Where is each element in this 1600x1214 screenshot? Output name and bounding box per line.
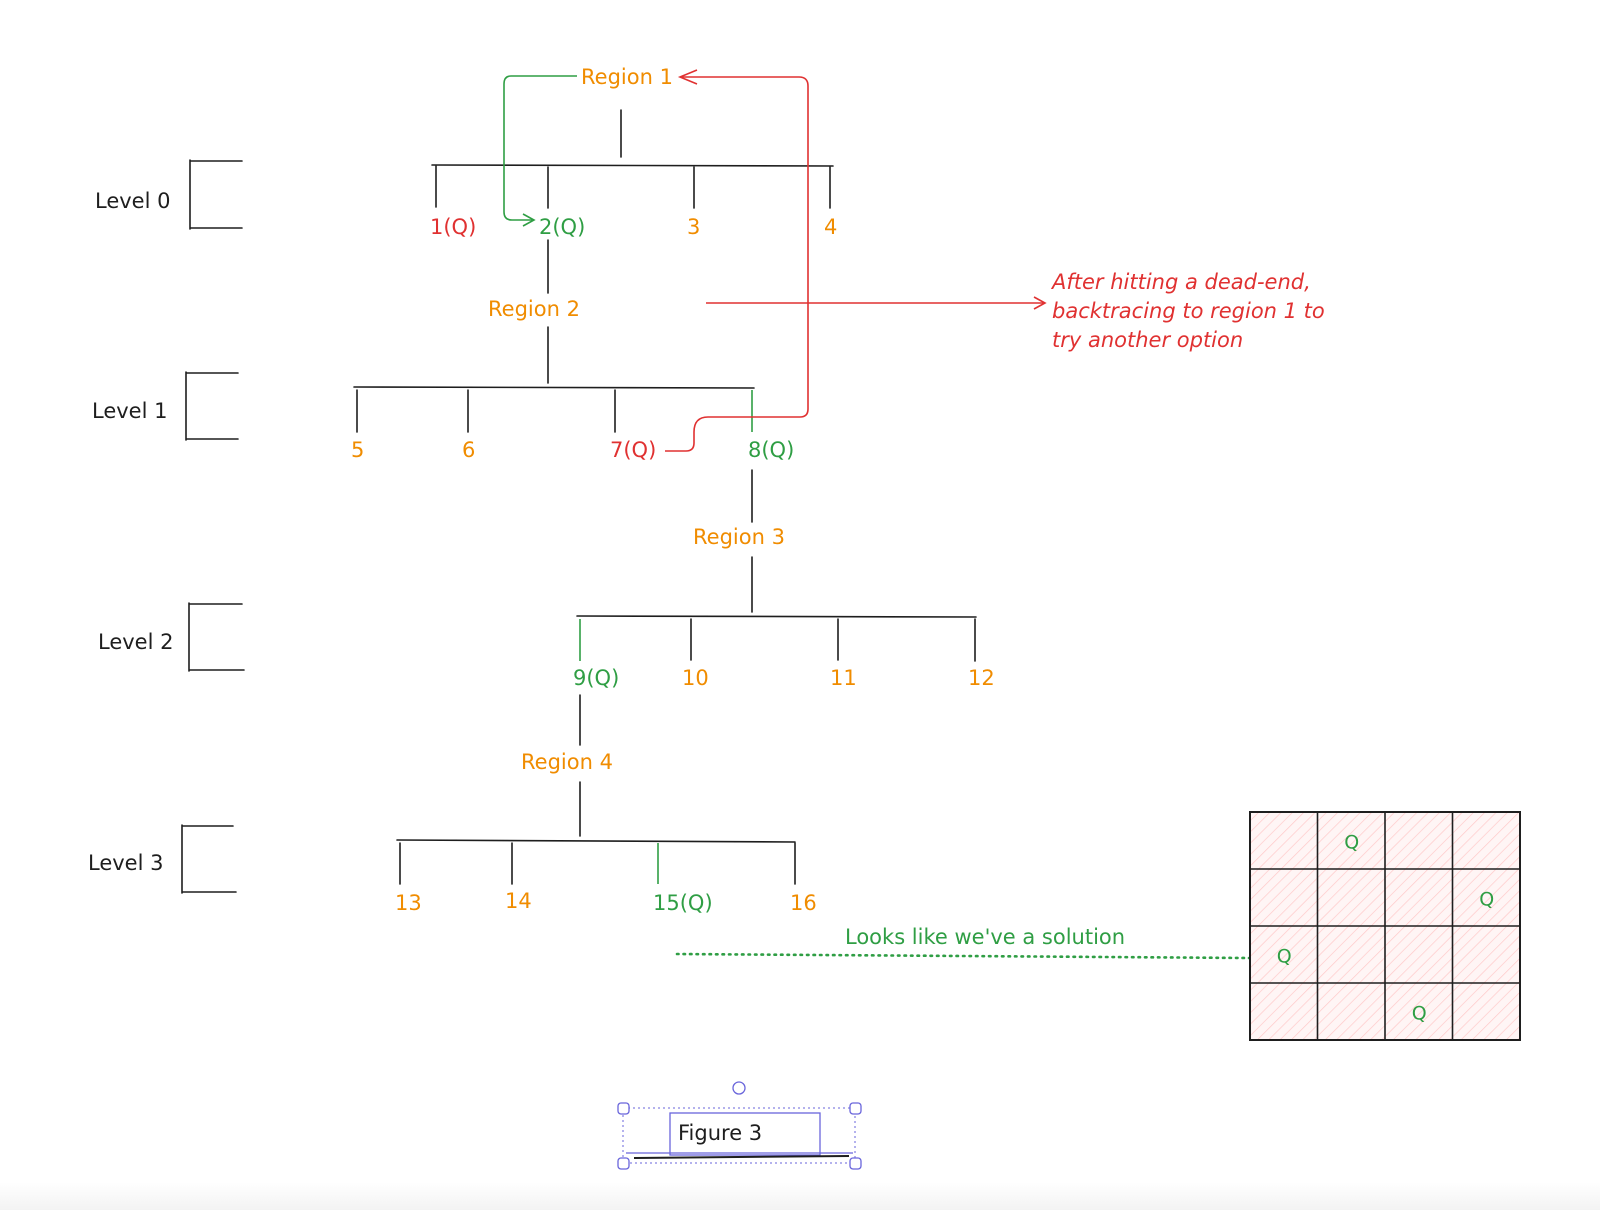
level-0-branch-bar	[431, 164, 834, 167]
region-1-label: Region 1	[581, 65, 673, 89]
green-arrow-region1-to-node2	[503, 75, 577, 221]
level-2-group: Level 2	[98, 602, 245, 672]
level-3-branch-bar	[396, 839, 796, 843]
bottom-toolbar-strip	[0, 1182, 1600, 1210]
backtrack-line-2: backtracing to region 1 to	[1052, 299, 1325, 323]
level-3-bracket	[181, 824, 237, 894]
node-11: 11	[830, 666, 857, 690]
red-backtrack-arrow	[665, 76, 809, 452]
level-3-group: Level 3	[88, 824, 237, 894]
figure-caption: Figure 3	[678, 1121, 762, 1145]
resize-handle-se[interactable]	[849, 1157, 862, 1170]
node-4: 4	[824, 215, 837, 239]
resize-handle-sw[interactable]	[617, 1157, 630, 1170]
level-3-label: Level 3	[88, 851, 163, 875]
node-3: 3	[687, 215, 700, 239]
node-16: 16	[790, 891, 817, 915]
tree-level-0: Region 1 1(Q) 2(Q) 3 4	[430, 65, 837, 239]
level-1-bracket	[185, 371, 239, 441]
red-annotation-arrowhead	[1033, 296, 1047, 310]
region-2-label: Region 2	[488, 297, 580, 321]
arrows	[503, 69, 1252, 960]
solution-dotted-line	[675, 952, 1252, 960]
selection-box	[622, 1107, 856, 1164]
node-14: 14	[505, 889, 532, 913]
node-6: 6	[462, 438, 475, 462]
solution-annotation: Looks like we've a solution	[845, 925, 1125, 949]
board-queen: Q	[1479, 889, 1494, 911]
rotate-handle[interactable]	[732, 1081, 746, 1095]
node-13: 13	[395, 891, 422, 915]
board-queen: Q	[1277, 946, 1292, 968]
node-10: 10	[682, 666, 709, 690]
level-1-branch-bar	[353, 386, 755, 389]
level-0-label: Level 0	[95, 189, 170, 213]
region-3-label: Region 3	[693, 525, 785, 549]
level-0-group: Level 0	[95, 159, 243, 230]
node-12: 12	[968, 666, 995, 690]
backtrack-line-3: try another option	[1052, 328, 1243, 352]
resize-handle-nw[interactable]	[617, 1102, 630, 1115]
green-arrowhead	[522, 213, 536, 227]
red-arrowhead	[677, 69, 698, 85]
level-2-bracket	[188, 602, 245, 672]
node-9q: 9(Q)	[573, 666, 619, 690]
node-7q: 7(Q)	[610, 438, 656, 462]
board-queen: Q	[1344, 832, 1359, 854]
caption-text-box	[669, 1112, 821, 1156]
level-1-label: Level 1	[92, 399, 167, 423]
tree-level-2: Region 3 9(Q) 10 11 12	[573, 469, 995, 690]
node-15q: 15(Q)	[653, 891, 713, 915]
node-5: 5	[351, 438, 364, 462]
tree-level-1: Region 2 5 6 7(Q) 8(Q)	[351, 239, 794, 462]
caption-underline	[633, 1155, 850, 1159]
node-1q: 1(Q)	[430, 215, 476, 239]
backtrack-line-1: After hitting a dead-end,	[1050, 270, 1311, 294]
figure-caption-selection[interactable]: Figure 3	[617, 1081, 862, 1170]
level-0-bracket	[189, 159, 243, 230]
node-8q: 8(Q)	[748, 438, 794, 462]
level-2-label: Level 2	[98, 630, 173, 654]
level-2-branch-bar	[576, 615, 977, 618]
board-queen: Q	[1412, 1003, 1427, 1025]
level-1-group: Level 1	[92, 371, 239, 441]
backtrack-annotation: After hitting a dead-end, backtracing to…	[1050, 270, 1325, 352]
node-2q: 2(Q)	[539, 215, 585, 239]
tree-level-3: Region 4 13 14 15(Q) 16	[395, 694, 817, 915]
resize-handle-ne[interactable]	[849, 1102, 862, 1115]
queens-board: Q Q Q Q	[1249, 811, 1521, 1041]
region-4-label: Region 4	[521, 750, 613, 774]
